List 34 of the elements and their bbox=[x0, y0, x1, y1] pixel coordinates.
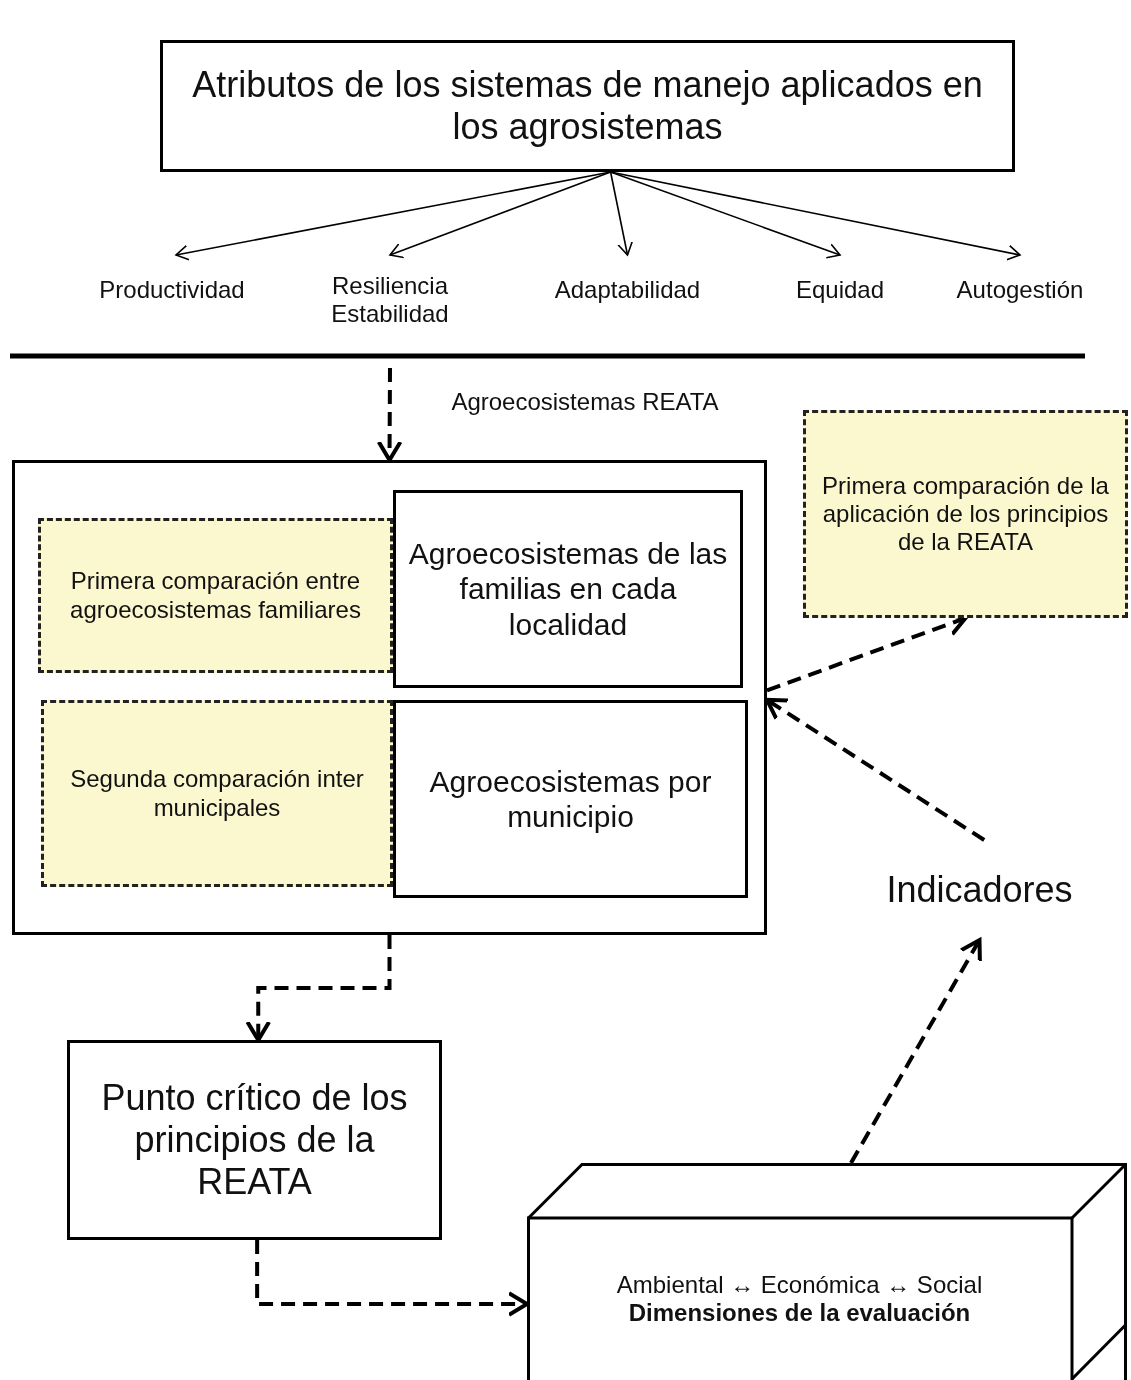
comparison-box bbox=[803, 410, 1128, 618]
group-heading: Agroecosistemas REATA bbox=[450, 388, 720, 417]
arrow bbox=[609, 171, 841, 259]
node-text: Adaptabilidad bbox=[554, 275, 701, 305]
arrow bbox=[609, 171, 633, 256]
node-text: Primera comparación entre agroecosistemas familiares bbox=[69, 567, 362, 624]
dimension-caption: Dimensiones de la evaluación bbox=[627, 1299, 972, 1328]
arrow bbox=[609, 171, 1021, 261]
node-text: Agroecosistemas de las familias en cada localidad bbox=[407, 536, 729, 642]
dashed-arrow bbox=[765, 697, 986, 842]
node-text: Resiliencia bbox=[331, 271, 449, 300]
dashed-arrow bbox=[376, 368, 403, 462]
arrow bbox=[389, 171, 612, 259]
node-text: Segunda comparación inter municipales bbox=[69, 765, 365, 822]
node-text: Estabilidad bbox=[331, 300, 449, 329]
dashed-arrow bbox=[255, 1240, 529, 1317]
title-box bbox=[160, 40, 1015, 172]
node-text: Productividad bbox=[99, 275, 245, 305]
process-box bbox=[67, 1040, 442, 1240]
node-text: Agroecosistemas por municipio bbox=[428, 763, 713, 835]
node-text: Equidad bbox=[795, 275, 885, 305]
node-text: Punto crítico de los principios de la REATA bbox=[100, 1076, 409, 1204]
node-text: Primera comparación de la aplicación de los principios de la REATA bbox=[821, 471, 1110, 557]
node-text: Indicadores bbox=[886, 868, 1073, 912]
process-box bbox=[393, 700, 748, 898]
comparison-box bbox=[41, 700, 393, 887]
node-text: Atributos de los sistemas de manejo aplicados en los agrosistemas bbox=[191, 63, 984, 149]
dimension-list: Ambiental ↔ Económica ↔ Social bbox=[616, 1270, 983, 1299]
cuboid-box bbox=[527, 1163, 1127, 1380]
node-text: Autogestión bbox=[956, 275, 1084, 305]
dashed-arrow bbox=[849, 938, 982, 1164]
process-box bbox=[393, 490, 743, 688]
dashed-arrow bbox=[245, 935, 392, 1042]
comparison-box bbox=[38, 518, 393, 673]
